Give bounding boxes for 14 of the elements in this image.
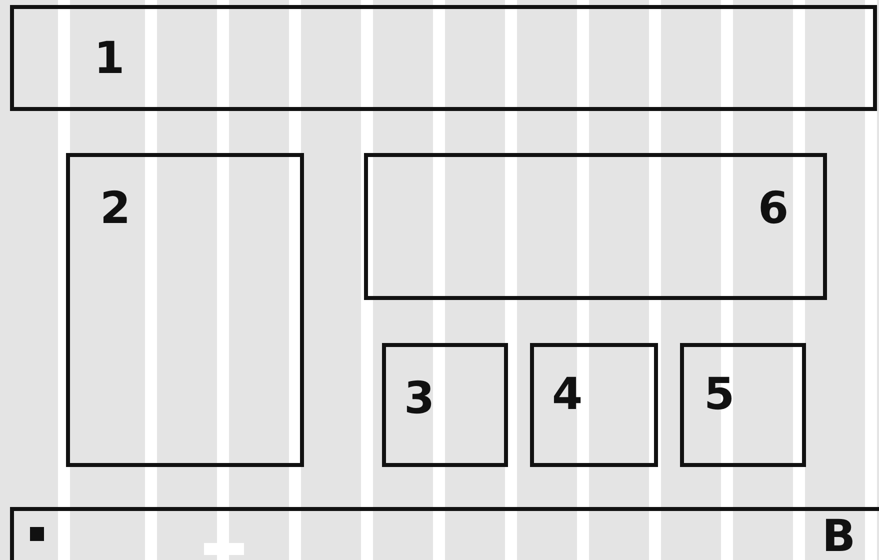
header-box: [10, 5, 877, 111]
section-number: 6: [758, 187, 789, 231]
content-box: [382, 343, 508, 467]
sidebar-box: [66, 153, 304, 467]
section-number: B: [822, 515, 856, 559]
section-number: 2: [100, 187, 131, 231]
section-number: 1: [94, 37, 125, 81]
section-number: 4: [552, 373, 583, 417]
section-number: 3: [404, 377, 435, 421]
content-box: [530, 343, 658, 467]
footer-box: [10, 507, 879, 560]
banner-box: [364, 153, 827, 300]
section-number: 5: [704, 373, 735, 417]
content-box: [680, 343, 806, 467]
